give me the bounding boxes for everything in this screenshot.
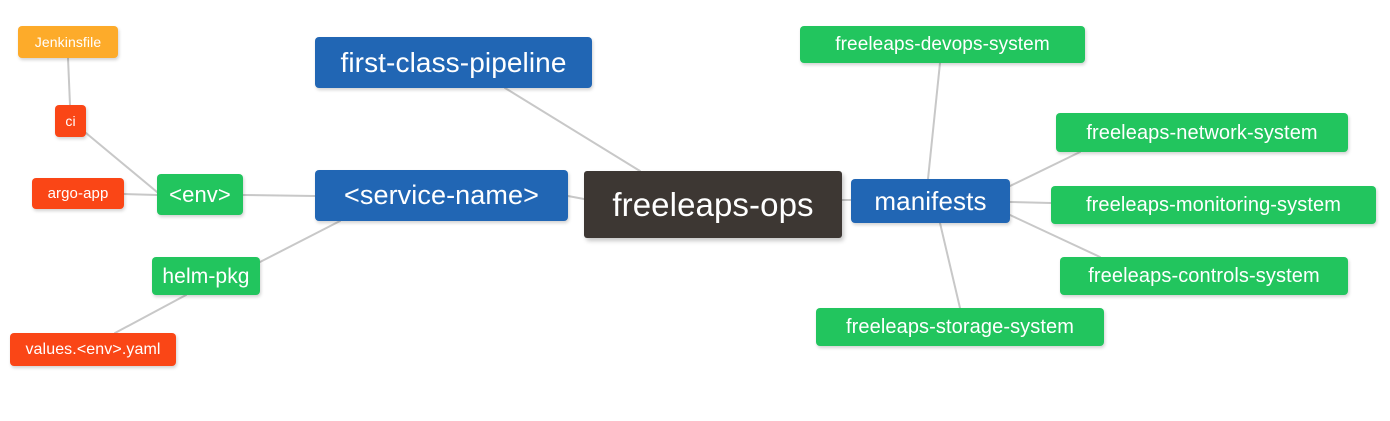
mindmap-node-argo-app[interactable]: argo-app [32,178,124,209]
mindmap-node-first-class-pipeline[interactable]: first-class-pipeline [315,37,592,88]
mindmap-node-freeleaps-storage-system[interactable]: freeleaps-storage-system [816,308,1104,346]
mindmap-node-helm-pkg[interactable]: helm-pkg [152,257,260,295]
mindmap-node-service-name[interactable]: <service-name> [315,170,568,221]
edge-manifests-to-freeleaps-monitoring-system [1009,201,1052,204]
edge-manifests-to-freeleaps-storage-system [939,222,961,309]
mindmap-node-jenkinsfile[interactable]: Jenkinsfile [18,26,118,58]
edge-argo-app-to-env [123,193,158,196]
edge-env-to-service-name [242,194,316,197]
mindmap-node-env[interactable]: <env> [157,174,243,215]
mindmap-node-values-yaml[interactable]: values.<env>.yaml [10,333,176,366]
mindmap-node-freeleaps-controls-system[interactable]: freeleaps-controls-system [1060,257,1348,295]
edge-manifests-to-freeleaps-network-system [1009,151,1081,187]
edge-jenkinsfile-to-ci [67,57,71,106]
edge-service-name-to-freeleaps-ops [567,195,585,200]
mindmap-node-ci[interactable]: ci [55,105,86,137]
mindmap-node-freeleaps-devops-system[interactable]: freeleaps-devops-system [800,26,1085,63]
mindmap-node-freeleaps-ops[interactable]: freeleaps-ops [584,171,842,238]
mindmap-node-freeleaps-monitoring-system[interactable]: freeleaps-monitoring-system [1051,186,1376,224]
mindmap-node-manifests[interactable]: manifests [851,179,1010,223]
edge-first-class-pipeline-to-freeleaps-ops [504,87,641,172]
mindmap-node-freeleaps-network-system[interactable]: freeleaps-network-system [1056,113,1348,152]
edge-freeleaps-devops-system-to-manifests [927,62,941,180]
edge-service-name-to-helm-pkg [259,220,341,263]
edge-helm-pkg-to-values-yaml [114,294,187,334]
